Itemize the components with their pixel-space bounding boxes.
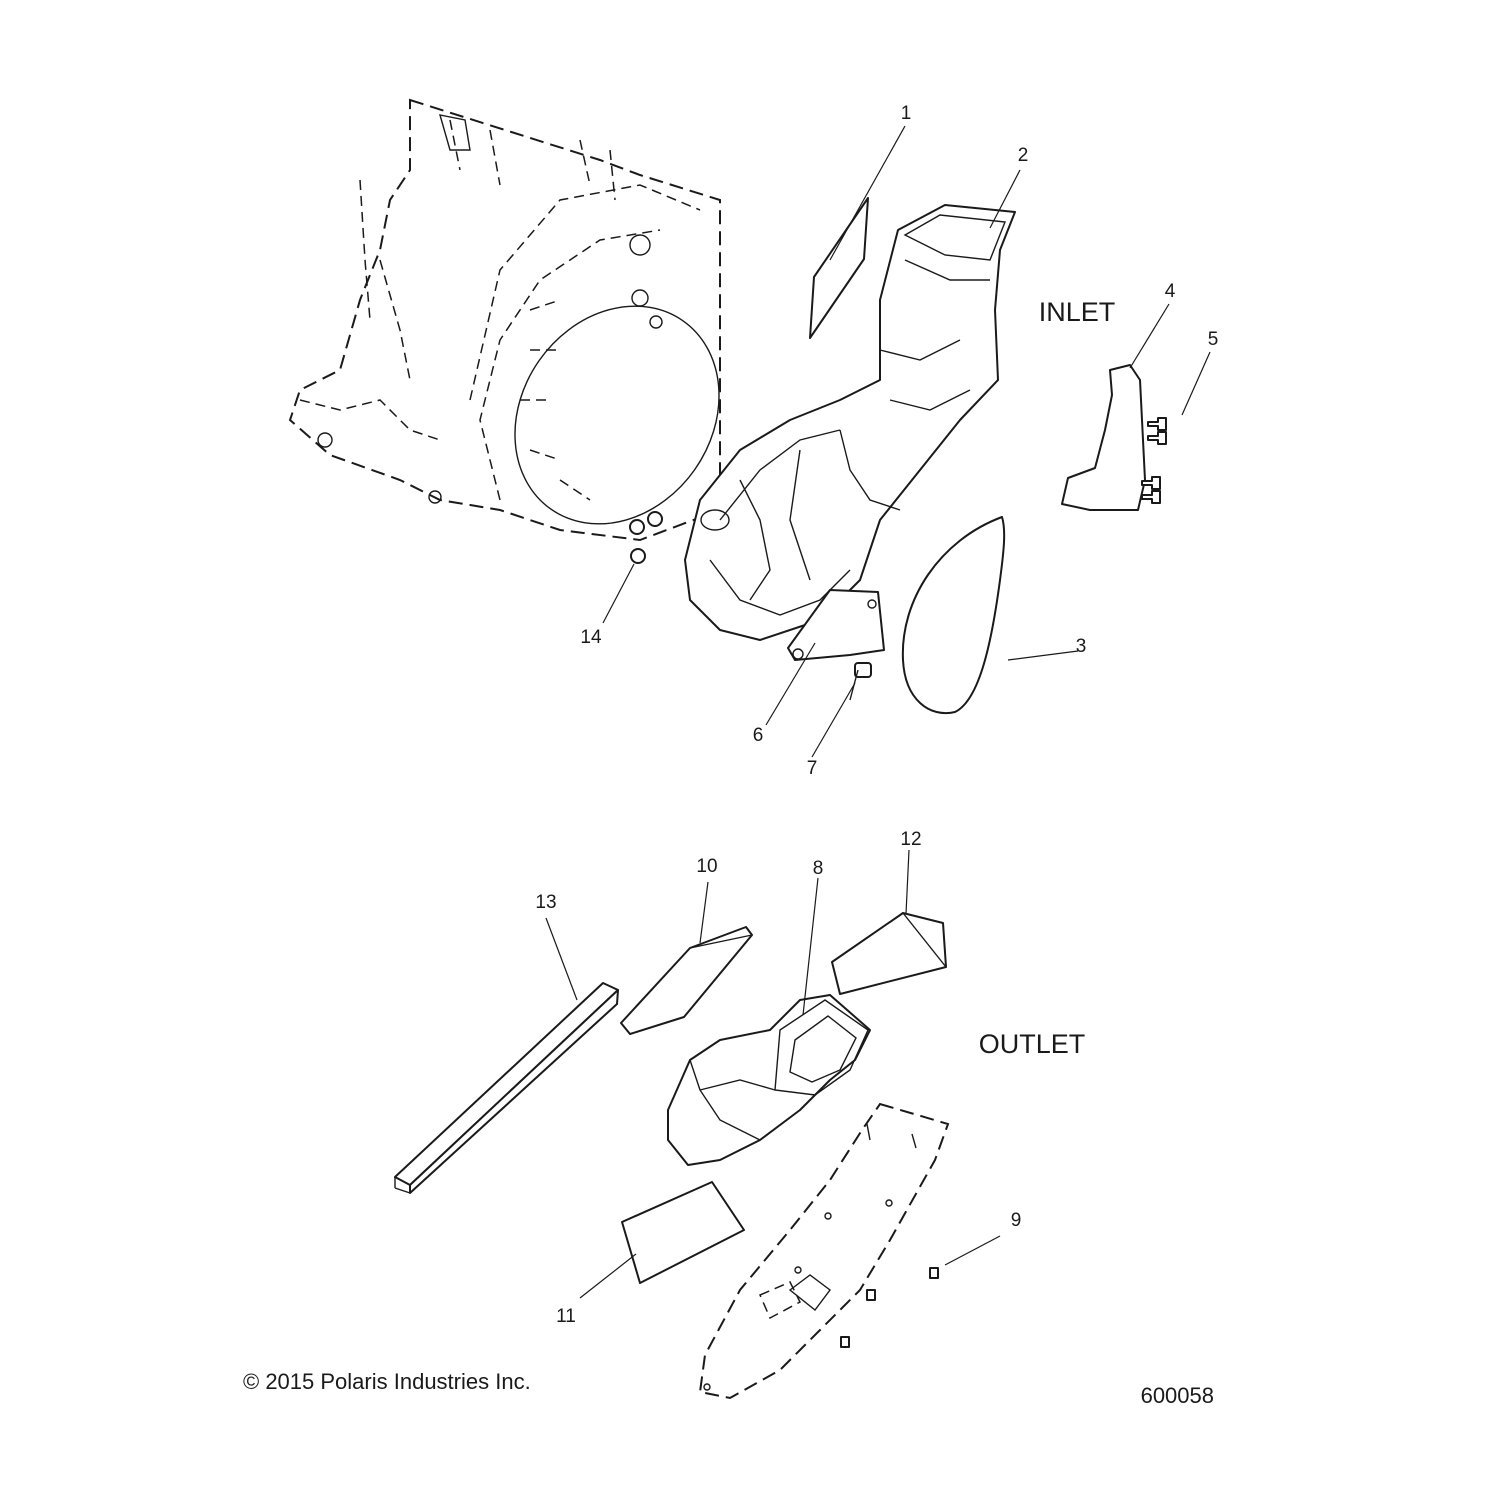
outlet-panel-reference	[698, 1102, 950, 1400]
inlet-duct-part-2	[684, 204, 1016, 641]
foam-pad-part-11	[621, 1181, 745, 1284]
outlet-duct-part-8	[667, 994, 871, 1166]
inlet-seal-part-1	[809, 197, 869, 339]
callout-13: 13	[535, 892, 556, 913]
callout-5: 5	[1208, 329, 1219, 350]
heat-shield-part-4	[1061, 364, 1146, 511]
grommets-part-14	[629, 511, 663, 564]
screws-part-5	[1141, 417, 1167, 504]
foam-pad-part-12	[831, 912, 947, 995]
foam-pad-part-10	[620, 926, 753, 1035]
callout-14: 14	[580, 627, 602, 648]
callout-7: 7	[807, 758, 818, 779]
gasket-part-3	[901, 516, 1006, 715]
bracket-part-6	[787, 589, 885, 661]
engine-reference	[288, 98, 721, 542]
leader-lines	[545, 125, 1211, 1299]
callout-10: 10	[696, 856, 717, 877]
outlet-label: OUTLET	[979, 1029, 1086, 1059]
callout-4: 4	[1165, 281, 1176, 302]
callout-1: 1	[901, 103, 912, 124]
callout-9: 9	[1011, 1210, 1022, 1231]
callout-2: 2	[1018, 145, 1029, 166]
inlet-label: INLET	[1039, 297, 1116, 327]
figure-number: 600058	[1141, 1383, 1214, 1408]
callout-12: 12	[900, 829, 921, 850]
callout-6: 6	[753, 725, 764, 746]
copyright-text: © 2015 Polaris Industries Inc.	[243, 1369, 531, 1394]
callout-11: 11	[556, 1306, 576, 1327]
callout-3: 3	[1076, 636, 1087, 657]
foam-strip-part-13	[394, 982, 619, 1194]
bolt-part-7	[849, 662, 872, 701]
callout-8: 8	[813, 858, 824, 879]
